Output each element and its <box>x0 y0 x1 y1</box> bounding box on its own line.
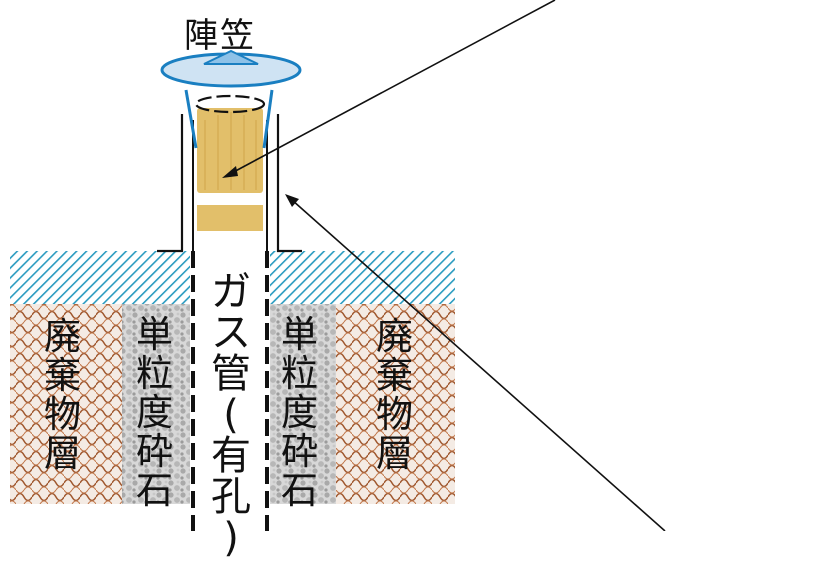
label-glyph: 単 <box>281 313 318 356</box>
label-glyph: 石 <box>281 469 318 512</box>
label-glyph: 層 <box>44 432 81 475</box>
label-glyph: 粒 <box>281 352 318 395</box>
gravel-layer-left <box>122 304 190 504</box>
label-glyph: 廃 <box>44 315 81 358</box>
filter-lower <box>197 205 263 231</box>
label-glyph: 管 <box>211 351 251 397</box>
label-glyph: 砕 <box>136 430 173 473</box>
gas-pipe-interior <box>196 251 264 531</box>
outer-casing-right <box>276 114 302 253</box>
label-glyph: 単 <box>136 313 173 356</box>
leader-line-casing <box>291 199 666 531</box>
label-glyph: ス <box>211 310 251 356</box>
label-glyph: ( <box>223 392 239 438</box>
waste-layer-left-label: 廃棄物層 <box>44 318 81 474</box>
pipe-top-opening <box>194 94 266 114</box>
label-glyph: 度 <box>136 391 173 434</box>
label-glyph: 物 <box>376 393 413 436</box>
label-glyph: 廃 <box>376 315 413 358</box>
label-glyph: 孔 <box>211 474 251 520</box>
cap-label: 陣笠 <box>184 16 256 56</box>
label-glyph: 度 <box>281 391 318 434</box>
label-glyph: 石 <box>136 469 173 512</box>
label-glyph: ) <box>223 515 239 561</box>
label-glyph: ガ <box>211 269 251 315</box>
label-glyph: 棄 <box>44 354 81 397</box>
label-glyph: 有 <box>211 433 251 479</box>
cover-soil-layer-left <box>10 251 190 304</box>
cover-soil-layer-right <box>270 251 455 304</box>
cap-arrow-icon <box>203 49 259 65</box>
waste-layer-right <box>336 304 455 504</box>
gravel-layer-right <box>270 304 336 504</box>
label-glyph: 砕 <box>281 430 318 473</box>
filter-texture <box>204 112 257 190</box>
gravel-layer-left-label: 単粒度砕石 <box>136 316 173 511</box>
label-glyph: 粒 <box>136 352 173 395</box>
gas-pipe-label: ガス管(有孔) <box>211 272 251 559</box>
filter-upper <box>197 108 263 193</box>
label-glyph: 層 <box>376 432 413 475</box>
arrowhead-casing-icon <box>285 194 299 207</box>
label-glyph: 物 <box>44 393 81 436</box>
gravel-layer-right-label: 単粒度砕石 <box>281 316 318 511</box>
gas-vent-pipe-diagram <box>10 0 666 531</box>
cap-support-right <box>262 89 274 149</box>
leader-line-filter <box>227 0 556 176</box>
cap-support-left <box>184 89 198 149</box>
arrowhead-filter-icon <box>222 166 238 178</box>
waste-layer-left <box>10 304 122 504</box>
outer-casing-left <box>157 114 184 253</box>
waste-layer-right-label: 廃棄物層 <box>376 318 413 474</box>
label-glyph: 棄 <box>376 354 413 397</box>
